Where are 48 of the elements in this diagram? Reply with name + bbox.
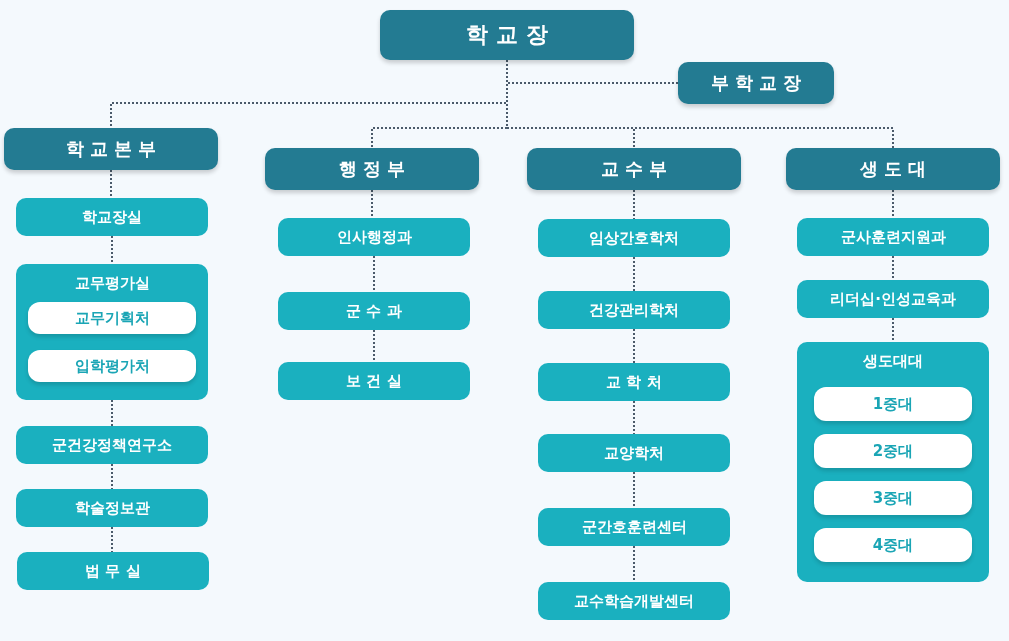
connector-line (633, 256, 635, 292)
connector-line (892, 255, 894, 281)
department-box: 생 도 대 (786, 148, 1000, 190)
connector-line (633, 189, 635, 220)
connector-line (371, 189, 373, 219)
connector-line (373, 329, 375, 363)
connector-line (111, 526, 113, 553)
connector-line (111, 463, 113, 490)
unit-box: 군사훈련지원과 (797, 218, 989, 256)
connector-line (633, 400, 635, 435)
sub-unit-box: 4중대 (814, 528, 972, 562)
unit-box: 군간호훈련센터 (538, 508, 730, 546)
connector-line (892, 189, 894, 219)
connector-line (111, 235, 113, 265)
department-box: 행 정 부 (265, 148, 479, 190)
connector-line (633, 328, 635, 364)
department-box: 부 학 교 장 (678, 62, 834, 104)
unit-box: 리더십·인성교육과 (797, 280, 989, 318)
sub-unit-box: 3중대 (814, 481, 972, 515)
group-panel (16, 264, 208, 400)
group-panel (797, 342, 989, 582)
unit-box: 학술정보관 (16, 489, 208, 527)
sub-unit-box: 2중대 (814, 434, 972, 468)
unit-box: 교수학습개발센터 (538, 582, 730, 620)
sub-unit-box: 교무기획처 (28, 302, 196, 334)
sub-unit-box: 1중대 (814, 387, 972, 421)
unit-box: 학교장실 (16, 198, 208, 236)
unit-box: 법 무 실 (17, 552, 209, 590)
unit-box: 인사행정과 (278, 218, 470, 256)
group-heading: 생도대대 (862, 352, 924, 371)
connector-line (892, 317, 894, 343)
sub-unit-box: 입학평가처 (28, 350, 196, 382)
unit-box: 군건강정책연구소 (16, 426, 208, 464)
department-box: 교 수 부 (527, 148, 741, 190)
department-box: 학 교 장 (380, 10, 634, 60)
connector-line (110, 169, 112, 199)
group-heading: 교무평가실 (73, 274, 151, 293)
unit-box: 보 건 실 (278, 362, 470, 400)
connector-line (633, 545, 635, 583)
unit-box: 교양학처 (538, 434, 730, 472)
connector-line (373, 255, 375, 293)
unit-box: 임상간호학처 (538, 219, 730, 257)
connector-line (111, 399, 113, 427)
unit-box: 군 수 과 (278, 292, 470, 330)
unit-box: 건강관리학처 (538, 291, 730, 329)
unit-box: 교 학 처 (538, 363, 730, 401)
department-box: 학 교 본 부 (4, 128, 218, 170)
connector-line (633, 471, 635, 509)
